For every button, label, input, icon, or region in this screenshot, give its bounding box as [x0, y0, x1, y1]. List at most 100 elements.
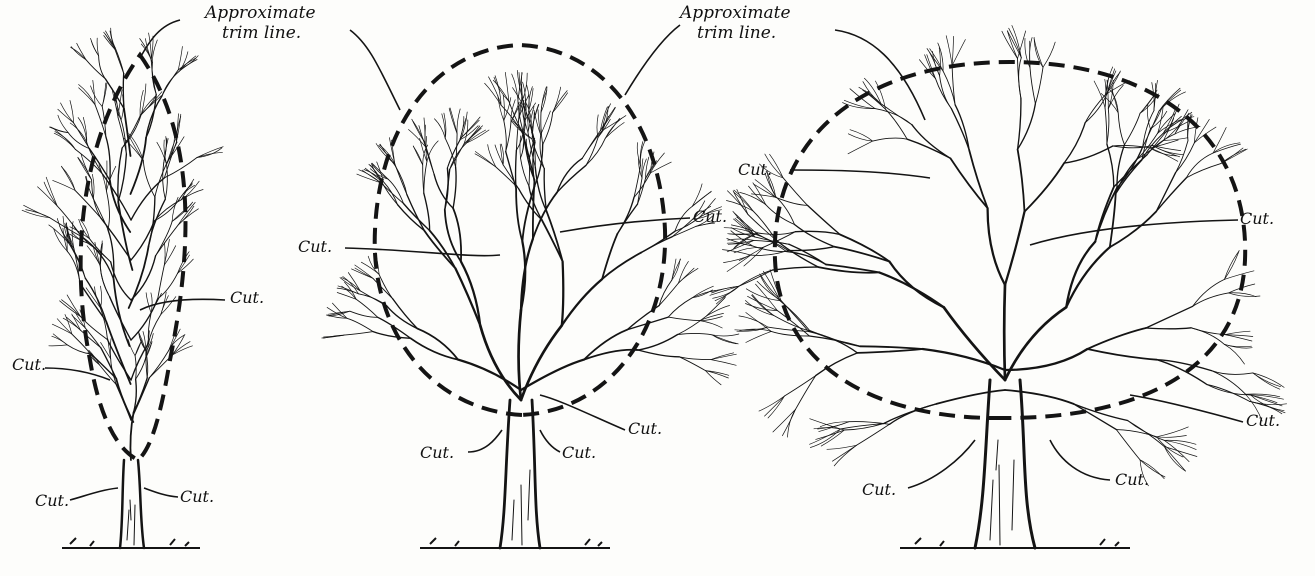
cut-leader — [1130, 395, 1243, 422]
cut-label: Cut. — [628, 419, 662, 438]
branch — [711, 354, 736, 359]
cut-leader — [45, 368, 110, 380]
branch — [541, 87, 547, 113]
trunk — [120, 460, 144, 548]
branch — [864, 78, 881, 104]
branch — [1156, 178, 1186, 212]
branch — [54, 133, 75, 149]
branch — [347, 318, 373, 331]
cut-leader — [540, 395, 625, 430]
branch — [679, 268, 699, 283]
branch — [53, 334, 67, 345]
branch — [1064, 146, 1113, 163]
branch — [424, 162, 427, 194]
branch — [668, 317, 699, 321]
branch — [131, 178, 164, 220]
branch — [1019, 58, 1022, 99]
branch — [844, 424, 883, 430]
branch — [821, 430, 844, 446]
branch — [950, 158, 987, 208]
ground-line — [420, 538, 610, 548]
branch — [529, 160, 530, 187]
branch — [1163, 116, 1181, 133]
cut-label: Cut. — [180, 487, 214, 506]
trim-leader — [625, 25, 680, 95]
branch — [756, 284, 778, 310]
branch — [1163, 109, 1175, 133]
branch — [562, 262, 563, 326]
branch — [521, 158, 530, 186]
branch — [534, 110, 541, 135]
cut-label: Cut. — [420, 443, 454, 462]
branch — [936, 390, 1005, 404]
branch — [860, 346, 923, 349]
branch — [1175, 110, 1188, 134]
branch — [155, 162, 168, 198]
branch — [1157, 427, 1189, 437]
branch — [1146, 306, 1193, 328]
branch — [332, 303, 347, 318]
branch — [809, 331, 858, 353]
branch — [969, 150, 987, 208]
branch — [553, 91, 568, 113]
branch — [161, 297, 176, 315]
branch — [60, 301, 81, 317]
branch — [1146, 328, 1191, 329]
branches — [322, 70, 739, 400]
branch — [840, 235, 889, 262]
branch — [678, 333, 712, 334]
branch — [617, 204, 637, 234]
branch — [1030, 68, 1035, 104]
branch — [168, 134, 178, 162]
branch — [1176, 141, 1188, 173]
branch — [149, 199, 166, 246]
branch — [162, 70, 178, 96]
branch — [1253, 373, 1284, 388]
branch — [546, 211, 562, 262]
branch — [146, 293, 151, 314]
cut-label: Cut. — [1246, 411, 1280, 430]
branch — [382, 181, 398, 204]
branch — [751, 194, 775, 197]
branch — [58, 115, 68, 132]
branch — [1018, 149, 1025, 211]
branch — [850, 130, 873, 141]
branch — [79, 88, 96, 105]
branch — [557, 158, 582, 192]
branch — [520, 136, 521, 158]
branch — [521, 325, 562, 400]
branch — [136, 358, 146, 379]
branch — [944, 307, 1005, 380]
branch — [101, 218, 131, 260]
branch — [462, 112, 468, 138]
branch — [1186, 153, 1213, 178]
branch — [131, 221, 154, 260]
branch — [1025, 163, 1065, 212]
branch — [638, 178, 643, 204]
branch — [350, 311, 378, 317]
branch — [1116, 430, 1140, 460]
branch — [873, 138, 908, 141]
branch — [49, 345, 68, 346]
branch — [178, 58, 196, 70]
branch — [453, 167, 456, 208]
branches — [22, 28, 223, 460]
branch — [69, 244, 85, 278]
branch — [143, 161, 155, 198]
branch — [344, 332, 373, 336]
branch — [1157, 360, 1212, 371]
branch — [110, 297, 131, 340]
cut-label: Cut. — [298, 237, 332, 256]
branch — [768, 396, 785, 418]
branch — [434, 174, 453, 208]
branch — [322, 335, 345, 338]
branch — [1253, 373, 1281, 387]
branch — [1118, 113, 1124, 145]
trunk — [975, 380, 1035, 548]
branch — [807, 205, 840, 234]
branch — [638, 335, 678, 351]
branch — [692, 184, 702, 207]
branch — [449, 109, 457, 134]
branch — [835, 247, 890, 262]
branch — [156, 225, 178, 255]
